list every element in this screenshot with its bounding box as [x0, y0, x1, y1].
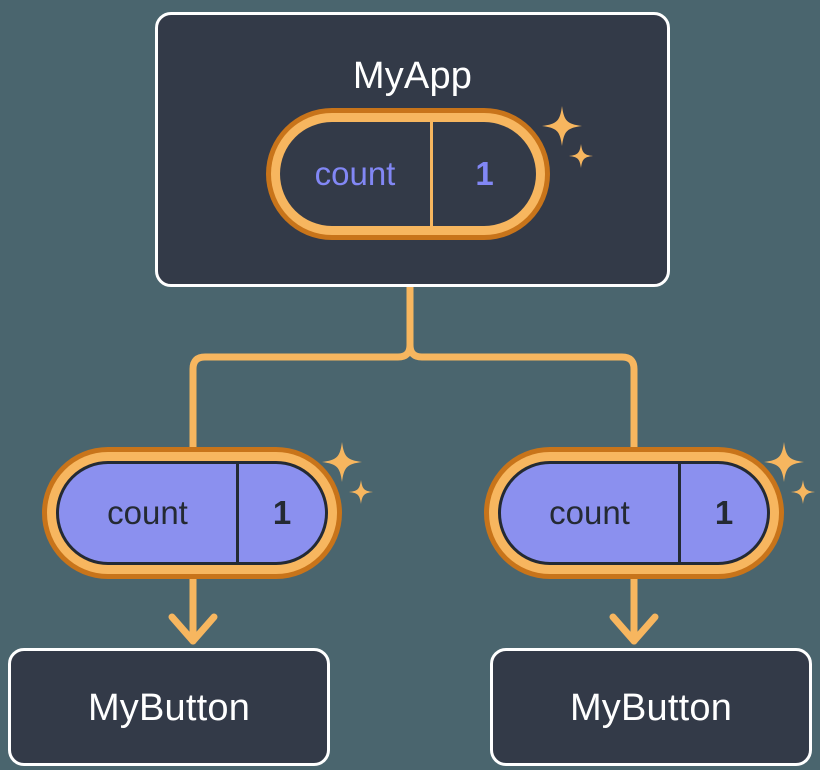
signal-pill-body: count 1 [280, 122, 536, 226]
sparkle-small-icon [791, 480, 815, 504]
signal-pill-body: count 1 [56, 461, 328, 565]
signal-pill-body: count 1 [498, 461, 770, 565]
component-title-myapp: MyApp [352, 55, 473, 97]
signal-pill-myapp[interactable]: count 1 [266, 108, 550, 240]
connector-root-to-left [189, 283, 414, 453]
signal-value: 1 [678, 464, 767, 562]
arrow-head-right [609, 613, 659, 645]
connector-root-to-right [406, 283, 638, 453]
arrow-head-left [168, 613, 218, 645]
component-title-mybutton-right: MyButton [569, 687, 733, 729]
sparkle-small-icon [349, 480, 373, 504]
signal-pill-right[interactable]: count 1 [484, 447, 784, 579]
signal-value: 1 [430, 122, 536, 226]
component-card-mybutton-right[interactable]: MyButton [490, 648, 812, 766]
signal-name: count [314, 155, 396, 192]
signal-name: count [549, 494, 630, 531]
signal-value: 1 [236, 464, 325, 562]
component-card-mybutton-left[interactable]: MyButton [8, 648, 330, 766]
component-title-mybutton-left: MyButton [87, 687, 251, 729]
signal-pill-left[interactable]: count 1 [42, 447, 342, 579]
signal-name: count [107, 494, 188, 531]
